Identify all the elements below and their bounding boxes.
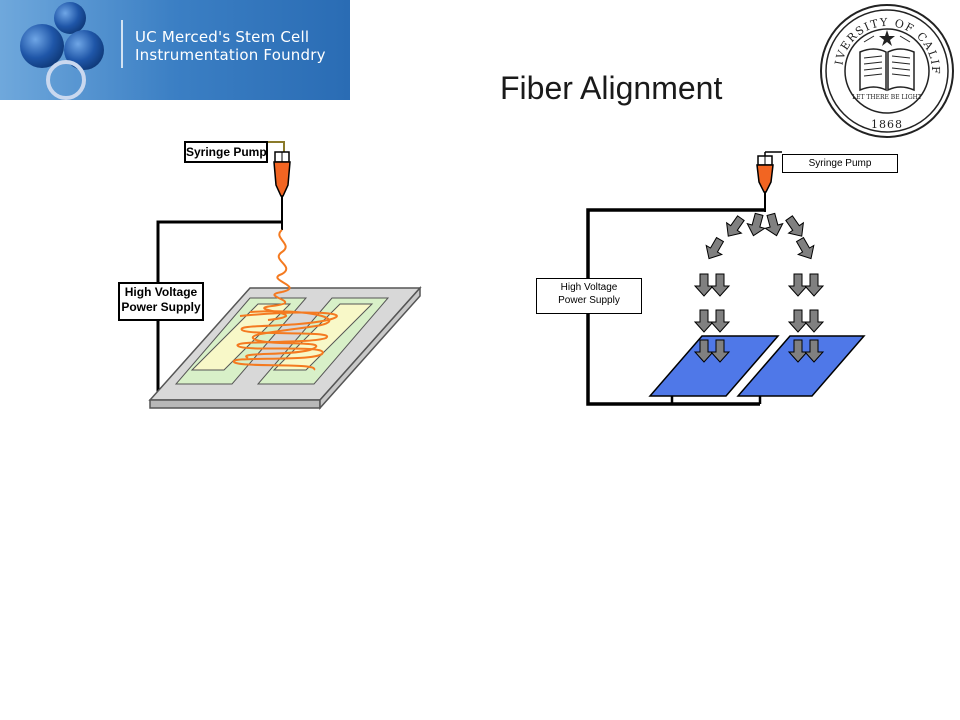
seal-year: 1868	[871, 118, 903, 131]
right-diagram-drawing	[586, 151, 866, 406]
wire-bottom	[586, 312, 760, 406]
left-diagram-drawing	[148, 141, 422, 410]
page-title: Fiber Alignment	[500, 70, 723, 106]
high-voltage-power-supply-label: High Voltage Power Supply	[118, 282, 204, 321]
university-seal: THE UNIVERSITY OF CALIFORNIA LET THERE B…	[812, 0, 956, 140]
collector-left	[648, 335, 780, 397]
open-book-icon	[859, 48, 915, 92]
high-voltage-power-supply-label: High Voltage Power Supply	[536, 278, 642, 314]
wire-top	[586, 208, 765, 280]
hv-label-line-2: Power Supply	[121, 300, 201, 314]
electric-field-arrows	[695, 211, 823, 332]
collector-right	[736, 335, 866, 397]
logo-spheres-icon	[20, 2, 104, 100]
logo-line-2: Instrumentation Foundry	[135, 46, 326, 64]
electrospinning-parallel-electrode-diagram: Syringe Pump High Voltage Power Supply	[100, 130, 440, 420]
seal-motto: LET THERE BE LIGHT	[852, 94, 922, 101]
fiber-jet	[263, 229, 291, 321]
foundry-banner: UC Merced's Stem Cell Instrumentation Fo…	[0, 0, 350, 100]
logo-line-1: UC Merced's Stem Cell	[135, 28, 310, 46]
hv-label-line-1: High Voltage	[560, 282, 618, 293]
hv-label-line-2: Power Supply	[558, 295, 620, 306]
syringe-icon	[273, 151, 291, 230]
feed-tube	[264, 141, 285, 154]
syringe-pump-label: Syringe Pump	[782, 154, 898, 173]
aligned-fibers	[232, 310, 338, 371]
seal-icon: THE UNIVERSITY OF CALIFORNIA LET THERE B…	[812, 0, 954, 138]
wire-top	[156, 220, 282, 282]
hv-label-line-1: High Voltage	[124, 285, 198, 299]
banner-text: UC Merced's Stem Cell Instrumentation Fo…	[135, 28, 326, 64]
electric-field-split-collector-diagram: Syringe Pump High Voltage Power Supply	[520, 140, 920, 420]
syringe-icon	[756, 151, 782, 212]
banner-background	[0, 0, 350, 100]
syringe-pump-label: Syringe Pump	[184, 141, 268, 163]
star-icon	[863, 30, 911, 46]
